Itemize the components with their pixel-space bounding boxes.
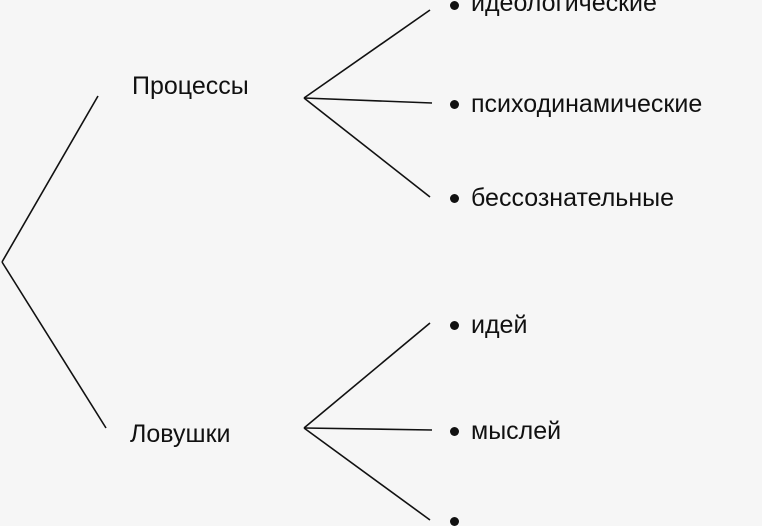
bullet-icon	[450, 194, 459, 203]
processes-edge-unconscious	[303, 97, 431, 198]
group-label-traps: Ловушки	[130, 420, 231, 448]
item-third-cropped: …	[471, 508, 496, 526]
root-branch-processes	[1, 95, 99, 263]
bullet-icon	[450, 1, 459, 10]
processes-edge-ideological	[303, 9, 431, 99]
bullet-icon	[450, 100, 459, 109]
traps-edge-thoughts	[303, 427, 433, 431]
item-thoughts: мыслей	[471, 417, 562, 445]
traps-edge-third	[303, 427, 431, 521]
item-ideological: идеологические	[471, 0, 657, 17]
group-label-processes: Процессы	[132, 72, 249, 100]
item-unconscious: бессознательные	[471, 184, 675, 212]
item-psychodynamic: психодинамические	[471, 90, 703, 118]
bullet-icon	[450, 517, 459, 526]
bullet-icon	[450, 321, 459, 330]
processes-edge-psychodynamic	[303, 97, 433, 104]
traps-edge-ideas	[303, 322, 431, 429]
item-ideas: идей	[471, 311, 528, 339]
bullet-icon	[450, 427, 459, 436]
root-branch-traps	[1, 261, 107, 429]
